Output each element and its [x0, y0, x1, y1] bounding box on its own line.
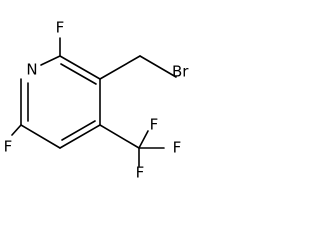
bond-c2-c3-double: [60, 63, 97, 85]
bond-ch2-br: [139, 55, 177, 78]
atom-label-br: Br: [172, 63, 189, 81]
bond-c2-c3: [59, 55, 101, 80]
atom-label-cf3-f-bottom: F: [136, 164, 145, 179]
atom-label-f2: F: [56, 19, 65, 37]
bond-c4-cf3: [99, 124, 140, 149]
atom-label-f6: F: [4, 138, 13, 156]
atom-label-cf3-f-right: F: [173, 139, 182, 157]
bond-c4-c5-double: [61, 120, 96, 141]
molecule-diagram: N F F Br F F F: [4, 19, 190, 182]
bond-c5-c6: [20, 124, 61, 149]
atom-label-cf3-f-top: F: [150, 116, 159, 134]
bond-cf3-f-top: [138, 130, 149, 149]
bond-c4-c5: [59, 124, 101, 149]
structure-canvas: N F F Br F F F: [0, 0, 192, 182]
bond-c3-ch2: [99, 55, 141, 80]
atom-label-n1: N: [26, 61, 37, 79]
bond-c6-f: [11, 124, 22, 136]
bond-c2-n1: [40, 55, 61, 66]
